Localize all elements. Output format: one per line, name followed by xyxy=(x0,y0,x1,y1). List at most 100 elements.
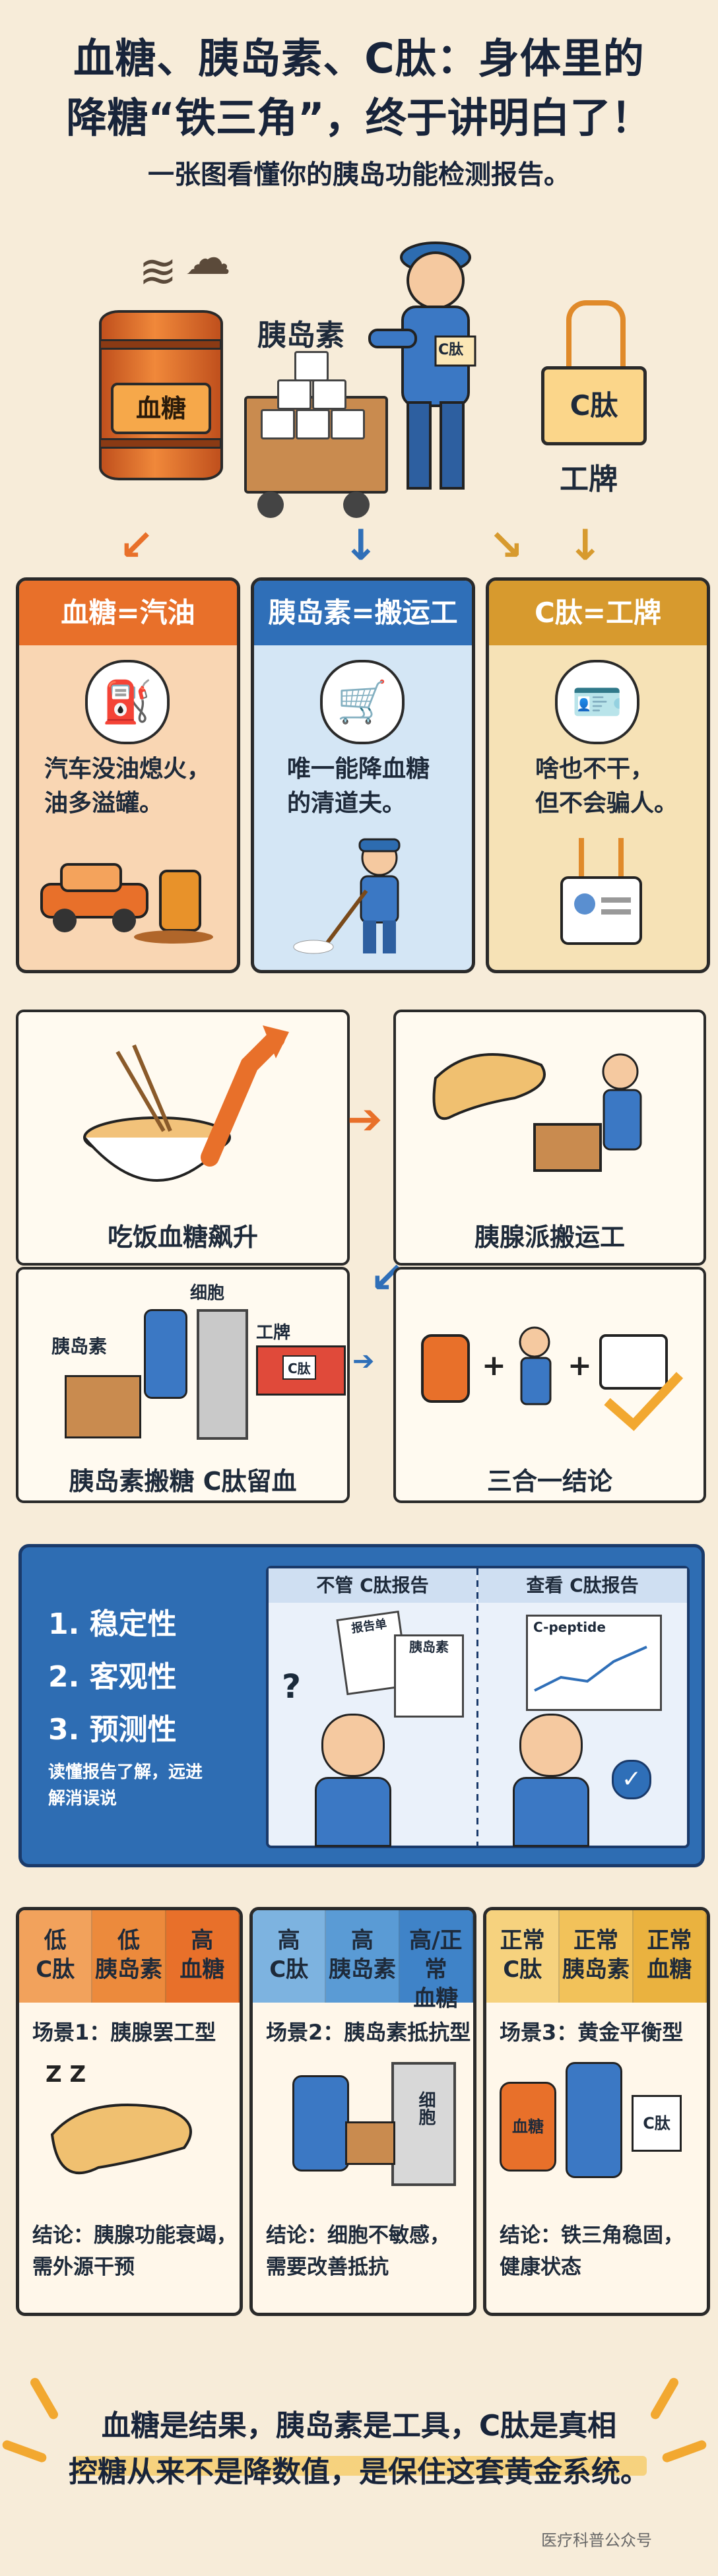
card-title: 血糖=汽油 xyxy=(19,581,237,645)
header-cell: 高 血糖 xyxy=(166,1910,240,2003)
worker-figure xyxy=(292,2075,349,2172)
trend-line-icon xyxy=(534,1646,647,1692)
sugar-cube-icon xyxy=(331,409,365,439)
svg-text:+: + xyxy=(482,1349,506,1382)
scenario-conclusion: 结论：胰腺功能衰竭， xyxy=(32,2224,237,2247)
sugar-cart xyxy=(345,2121,395,2165)
header-cell: 高 胰岛素 xyxy=(326,1910,400,2003)
note-text: 解消误说 xyxy=(48,1789,117,1809)
footer-line1: 血糖是结果，胰岛素是工具，C肽是真相 xyxy=(101,2409,617,2443)
card-text: 的清道夫。 xyxy=(287,790,407,817)
confused-man-figure xyxy=(315,1714,391,1847)
insulin-label: 胰岛素 xyxy=(51,1336,108,1357)
scenario-header: 高 C肽 高 胰岛素 高/正常 血糖 xyxy=(253,1910,473,2012)
card-title: C肽=工牌 xyxy=(489,581,707,645)
left-header: 不管 C肽报告 xyxy=(269,1568,476,1603)
comparison-box: 不管 C肽报告 查看 C肽报告 报告单 胰岛素 ? C-peptide ✓ xyxy=(266,1566,690,1848)
header-cell: 高/正常 血糖 xyxy=(399,1910,473,2012)
scenario-1: 低 C肽 低 胰岛素 高 血糖 场景1：胰腺罢工型 Z Z 结论：胰腺功能衰竭，… xyxy=(16,1907,243,2316)
card-title: 胰岛素=搬运工 xyxy=(254,581,472,645)
c-peptide-badge: C肽 xyxy=(541,366,647,445)
sweeping-worker-icon xyxy=(293,838,401,954)
point-objectivity: 2. 客观性 xyxy=(48,1660,177,1694)
header-cell: 低 胰岛素 xyxy=(92,1910,166,2003)
note-text: 读懂报告了解，远进 xyxy=(48,1762,203,1782)
worker-figure xyxy=(566,2062,622,2178)
sugar-cube-icon xyxy=(296,409,330,439)
comic-caption: 胰腺派搬运工 xyxy=(474,1223,625,1252)
insulin-label: 胰岛素 xyxy=(257,319,344,352)
card-text: 油多溢罐。 xyxy=(44,790,164,817)
scenario-conclusion: 健康状态 xyxy=(500,2255,581,2279)
report-paper: 胰岛素 xyxy=(394,1634,464,1718)
chart-label: C-peptide xyxy=(533,1619,606,1635)
comic-panel-3: 细胞 胰岛素 工牌 C肽 胰岛素搬糖 C肽留血 xyxy=(16,1267,350,1503)
id-badge-icon xyxy=(560,838,642,945)
paper-label: 胰岛素 xyxy=(409,1639,449,1655)
divider xyxy=(476,1568,478,1846)
question-mark-icon: ? xyxy=(282,1667,302,1706)
comic-caption: 三合一结论 xyxy=(486,1467,612,1496)
header-cell: 正常 血糖 xyxy=(633,1910,707,2003)
page-subtitle: 一张图看懂你的胰岛功能检测报告。 xyxy=(148,160,570,190)
sleeping-pancreas-icon: Z Z xyxy=(46,2061,192,2175)
badge-caption: 工牌 xyxy=(560,463,618,496)
svg-text:Z Z: Z Z xyxy=(46,2061,86,2088)
paper-label: 报告单 xyxy=(350,1617,388,1636)
point-predictability: 3. 预测性 xyxy=(48,1713,177,1747)
badge-label: C肽 xyxy=(632,2095,682,2152)
c-peptide-tag: C肽 xyxy=(282,1355,316,1380)
cell-door: 细胞 xyxy=(391,2062,456,2186)
page-title-line2: 降糖“铁三角”，终于讲明白了！ xyxy=(66,94,652,142)
door-label: 细胞 xyxy=(416,2091,436,2125)
scenario-conclusion: 结论：细胞不敏感， xyxy=(266,2224,450,2247)
header-cell: 正常 胰岛素 xyxy=(560,1910,634,2003)
steam-icon: ≋ xyxy=(139,244,178,298)
comic-panel-4: + + 三合一结论 xyxy=(393,1267,706,1503)
scenario-2: 高 C肽 高 胰岛素 高/正常 血糖 场景2：胰岛素抵抗型 细胞 结论：细胞不敏… xyxy=(249,1907,476,2316)
scenario-subtitle: 场景3：黄金平衡型 xyxy=(500,2020,684,2045)
scenario-subtitle: 场景1：胰腺罢工型 xyxy=(32,2020,216,2045)
arrow-right-icon: ➔ xyxy=(352,1346,375,1376)
cell-door xyxy=(197,1309,248,1440)
cart-wheel xyxy=(257,492,284,518)
arrow-down-icon: ↙ xyxy=(119,521,154,570)
chart-report: C-peptide xyxy=(526,1615,662,1711)
scenario-header: 正常 C肽 正常 胰岛素 正常 血糖 xyxy=(486,1910,707,2003)
sugar-cube-icon xyxy=(277,379,311,410)
header-cell: 正常 C肽 xyxy=(486,1910,560,2003)
worker-figure xyxy=(368,242,476,490)
watermark: 医疗科普公众号 xyxy=(541,2531,652,2550)
card-badge: C肽=工牌 🪪 啥也不干， 但不会骗人。 xyxy=(486,577,710,973)
sugar-cube-icon xyxy=(294,351,329,381)
car-icon xyxy=(40,863,213,944)
highlight xyxy=(73,2456,647,2476)
check-icon: ✓ xyxy=(612,1760,651,1799)
comic-panel-2: 胰腺派搬运工 xyxy=(393,1010,706,1266)
card-text: 汽车没油熄火， xyxy=(44,756,211,783)
cart-wheel xyxy=(343,492,370,518)
sugar-cart xyxy=(65,1375,141,1438)
barrel-label: 血糖 xyxy=(111,383,211,434)
scenario-conclusion: 结论：铁三角稳固， xyxy=(500,2224,684,2247)
happy-man-figure xyxy=(513,1714,589,1847)
comic-panel-1: 吃饭血糖飙升 xyxy=(16,1010,350,1266)
steam-icon: ☁ xyxy=(185,231,231,285)
card-text: 啥也不干， xyxy=(535,756,655,783)
scenario-header: 低 C肽 低 胰岛素 高 血糖 xyxy=(19,1910,240,2003)
three-in-one-icon: + + xyxy=(421,1326,684,1431)
point-stability: 1. 稳定性 xyxy=(48,1607,177,1641)
worker-figure xyxy=(144,1309,187,1399)
header-cell: 低 C肽 xyxy=(19,1910,93,2003)
card-text: 唯一能降血糖 xyxy=(287,756,430,783)
id-card-icon: 🪪 xyxy=(555,660,639,744)
why-c-peptide-section: 1. 稳定性 2. 客观性 3. 预测性 读懂报告了解，远进 解消误说 不管 C… xyxy=(18,1544,705,1867)
shopping-cart-icon: 🛒 xyxy=(320,660,405,744)
page-title-line1: 血糖、胰岛素、C肽：身体里的 xyxy=(73,34,645,82)
card-porter: 胰岛素=搬运工 🛒 唯一能降血糖 的清道夫。 xyxy=(251,577,475,973)
scenario-subtitle: 场景2：胰岛素抵抗型 xyxy=(266,2020,471,2045)
comic-caption: 吃饭血糖飙升 xyxy=(107,1223,258,1252)
comic-caption: 胰岛素搬糖 C肽留血 xyxy=(69,1467,297,1496)
arrow-down-icon: ↓ xyxy=(343,521,379,570)
arrow-down-icon: ↓ xyxy=(568,521,603,570)
